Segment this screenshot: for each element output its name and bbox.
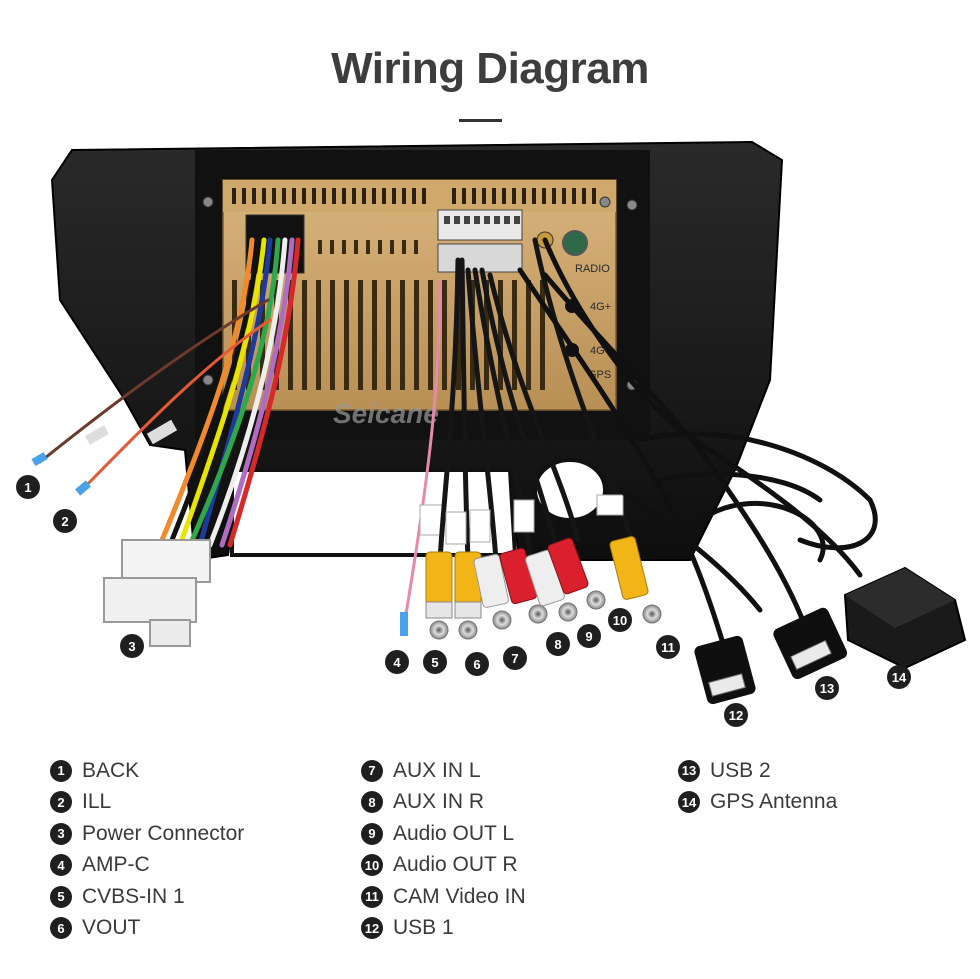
callout-12: 12 <box>724 703 748 727</box>
svg-text:8: 8 <box>554 637 561 652</box>
callout-8: 8 <box>546 632 570 656</box>
legend-item: 14 GPS Antenna <box>678 787 837 819</box>
radio-port-label: RADIO <box>575 263 610 275</box>
legend-number: 6 <box>50 917 72 940</box>
gps-antenna <box>843 566 967 670</box>
legend-number: 1 <box>50 759 72 782</box>
title-underline <box>459 119 502 122</box>
legend-column-2: 7 AUX IN L 8 AUX IN R 9 Audio OUT L 10 A… <box>361 755 526 944</box>
legend-number: 2 <box>50 791 72 814</box>
legend-item: 6 VOUT <box>50 913 244 945</box>
legend-number: 8 <box>361 791 383 814</box>
legend-item: 7 AUX IN L <box>361 755 526 787</box>
legend-label: GPS Antenna <box>710 790 838 814</box>
watermark: Seicane <box>333 398 439 429</box>
usb-gps-cables <box>517 237 878 653</box>
ill-wire-tip <box>75 419 178 496</box>
legend-item: 13 USB 2 <box>678 755 837 787</box>
audio-out-l-connector <box>525 549 578 622</box>
cable-tags <box>445 499 535 545</box>
usb-2-connector <box>773 607 848 680</box>
legend-number: 12 <box>361 917 383 940</box>
legend-number: 13 <box>678 759 700 782</box>
callout-14: 14 <box>887 665 911 689</box>
legend-label: AMP-C <box>82 853 150 877</box>
legend-label: VOUT <box>82 916 141 940</box>
wiring-figure: RADIO 4G+ 4G GPS Seicane <box>0 130 980 740</box>
svg-text:9: 9 <box>585 629 592 644</box>
svg-text:7: 7 <box>511 651 518 666</box>
legend-label: Audio OUT R <box>393 853 518 877</box>
legend-label: Power Connector <box>82 821 245 845</box>
legend-item: 4 AMP-C <box>50 850 244 882</box>
back-wire-tip <box>31 425 110 467</box>
page-title: Wiring Diagram <box>331 44 649 93</box>
aux-in-l-connector <box>473 554 512 630</box>
power-connector <box>103 539 211 647</box>
callout-13: 13 <box>815 676 839 700</box>
legend-number: 4 <box>50 854 72 877</box>
svg-text:5: 5 <box>431 655 438 670</box>
svg-text:12: 12 <box>729 708 743 723</box>
legend: 1 BACK 2 ILL 3 Power Connector 4 AMP-C 5… <box>0 755 980 945</box>
svg-text:11: 11 <box>661 640 675 655</box>
legend-column-1: 1 BACK 2 ILL 3 Power Connector 4 AMP-C 5… <box>50 755 244 944</box>
callout-1: 1 <box>16 475 40 499</box>
power-harness <box>38 237 301 548</box>
legend-item: 2 ILL <box>50 787 244 819</box>
legend-label: AUX IN L <box>393 758 481 782</box>
audio-out-r-connector <box>547 537 606 610</box>
legend-label: USB 2 <box>710 758 771 782</box>
legend-item: 12 USB 1 <box>361 913 526 945</box>
svg-text:2: 2 <box>61 514 68 529</box>
callout-5: 5 <box>423 650 447 674</box>
legend-label: BACK <box>82 758 140 782</box>
legend-number: 11 <box>361 885 383 908</box>
callout-3: 3 <box>120 634 144 658</box>
legend-label: ILL <box>82 790 112 814</box>
legend-number: 7 <box>361 759 383 782</box>
svg-text:13: 13 <box>820 681 834 696</box>
svg-text:3: 3 <box>128 639 135 654</box>
callout-11: 11 <box>656 635 680 659</box>
cam-video-in-connector <box>596 494 662 624</box>
usb-1-connector <box>694 635 756 705</box>
legend-number: 5 <box>50 885 72 908</box>
legend-label: Audio OUT L <box>393 821 515 845</box>
legend-number: 14 <box>678 791 700 814</box>
legend-item: 5 CVBS-IN 1 <box>50 881 244 913</box>
legend-label: AUX IN R <box>393 790 485 814</box>
amp-c-wire <box>400 279 443 636</box>
cvbs-in-1-connector <box>425 551 453 640</box>
svg-text:1: 1 <box>24 480 31 495</box>
legend-item: 1 BACK <box>50 755 244 787</box>
svg-text:14: 14 <box>892 670 907 685</box>
legend-item: 9 Audio OUT L <box>361 818 526 850</box>
legend-item: 11 CAM Video IN <box>361 881 526 913</box>
callout-6: 6 <box>465 652 489 676</box>
svg-text:6: 6 <box>473 657 480 672</box>
legend-item: 10 Audio OUT R <box>361 850 526 882</box>
legend-item: 3 Power Connector <box>50 818 244 850</box>
4g-plus-port-label: 4G+ <box>590 301 611 313</box>
4g-port-label: 4G <box>590 345 605 357</box>
svg-text:4: 4 <box>393 655 401 670</box>
legend-number: 10 <box>361 854 383 877</box>
legend-label: CAM Video IN <box>393 884 526 908</box>
legend-label: CVBS-IN 1 <box>82 884 185 908</box>
callout-2: 2 <box>53 509 77 533</box>
legend-column-3: 13 USB 2 14 GPS Antenna <box>678 755 837 818</box>
callout-4: 4 <box>385 650 409 674</box>
callout-9: 9 <box>577 624 601 648</box>
legend-item: 8 AUX IN R <box>361 787 526 819</box>
legend-number: 3 <box>50 822 72 845</box>
legend-number: 9 <box>361 822 383 845</box>
legend-label: USB 1 <box>393 916 454 940</box>
svg-text:10: 10 <box>613 613 627 628</box>
callout-10: 10 <box>608 608 632 632</box>
callout-7: 7 <box>503 646 527 670</box>
